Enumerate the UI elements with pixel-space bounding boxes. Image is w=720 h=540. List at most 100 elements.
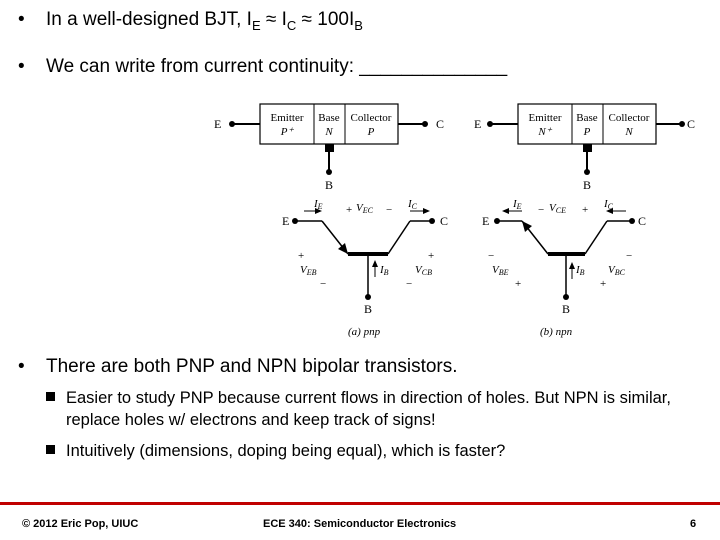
npn-ic-label: I [603, 198, 609, 210]
sub-bullet-2-text: Intuitively (dimensions, doping being eq… [66, 442, 506, 460]
npn-vce-label: V [549, 202, 557, 214]
svg-text:IE: IE [512, 198, 522, 211]
npn-vbc-minus: − [626, 250, 632, 262]
pnp-base-doping: N [324, 126, 333, 138]
svg-text:VBC: VBC [608, 264, 626, 277]
npn-symbol-b: B [562, 302, 570, 316]
pnp-ie-label: I [313, 198, 319, 210]
npn-vce-minus: − [538, 204, 544, 216]
pnp-ib-sub: B [384, 268, 389, 277]
pnp-caption: (a) pnp [348, 326, 381, 338]
subscript-c: C [286, 17, 297, 33]
npn-emitter-region-label: Emitter [529, 112, 562, 124]
pnp-block: E Emitter P⁺ Base N Collector P C B [214, 103, 444, 192]
footer-course-title: ECE 340: Semiconductor Electronics [263, 518, 457, 530]
pnp-vcb-sub: CB [422, 268, 432, 277]
npn-vce-plus: + [582, 204, 588, 216]
square-bullet-icon [46, 392, 55, 401]
pnp-ic-label: I [407, 198, 413, 210]
bullet-dot: • [18, 56, 25, 77]
npn-emitter-doping: N⁺ [537, 126, 552, 138]
npn-ic-sub: C [608, 202, 614, 211]
npn-symbol-e: E [482, 214, 489, 228]
npn-circuit-symbol: E C B IE IC IB − VCE + − VBE + − VBC + [482, 198, 646, 338]
svg-text:VCE: VCE [549, 202, 566, 215]
npn-base-region-label: Base [576, 112, 598, 124]
npn-symbol-c: C [638, 214, 646, 228]
pnp-collector-doping: P [367, 126, 375, 138]
bullet1-text: In a well-designed BJT, I [46, 9, 252, 30]
bullet-current-continuity: • We can write from current continuity: _… [18, 55, 507, 79]
bullet1-approx-ic: ≈ I [260, 9, 287, 30]
footer-copyright: © 2012 Eric Pop, UIUC [22, 518, 139, 530]
pnp-terminal-c-label: C [436, 117, 444, 131]
npn-block: E Emitter N⁺ Base P Collector N C B [474, 103, 695, 192]
npn-terminal-e-label: E [474, 117, 481, 131]
npn-vbe-minus: − [488, 250, 494, 262]
svg-text:VEC: VEC [356, 202, 374, 215]
bullet1-approx-ib: ≈ 100I [296, 9, 355, 30]
pnp-veb-plus: + [298, 250, 304, 262]
bullet-ie-ic-ib: •In a well-designed BJT, IE ≈ IC ≈ 100IB [18, 8, 363, 38]
pnp-symbol-c: C [440, 214, 448, 228]
pnp-terminal-b-label: B [325, 178, 333, 192]
footer-rule [0, 502, 720, 505]
npn-collector-doping: N [624, 126, 633, 138]
pnp-vcb-plus: + [428, 250, 434, 262]
pnp-veb-minus: − [320, 278, 326, 290]
pnp-vec-plus: + [346, 204, 352, 216]
svg-text:IE: IE [313, 198, 323, 211]
emitter-terminal-dot [229, 121, 235, 127]
bullet3-text: There are both PNP and NPN bipolar trans… [46, 356, 458, 377]
sub-bullet-easier-pnp: Easier to study PNP because current flow… [46, 387, 696, 431]
npn-vce-sub: CE [556, 206, 566, 215]
npn-ie-label: I [512, 198, 518, 210]
npn-vbe-label: V [492, 264, 500, 276]
svg-text:IC: IC [407, 198, 418, 211]
bullet-dot: • [18, 9, 25, 30]
pnp-circuit-symbol: E C B IE IC IB + VEC − + VEB − + VCB − [282, 198, 448, 338]
svg-text:IB: IB [379, 264, 389, 277]
footer: © 2012 Eric Pop, UIUC ECE 340: Semicondu… [0, 502, 720, 540]
npn-terminal-c-label: C [687, 117, 695, 131]
bullet2-text: We can write from current continuity: __… [46, 56, 508, 77]
sub-bullet-faster: Intuitively (dimensions, doping being eq… [46, 440, 696, 462]
bullet-dot: • [18, 356, 25, 377]
pnp-emitter-doping: P⁺ [280, 126, 295, 138]
npn-device-body [517, 103, 657, 145]
pnp-symbol-b: B [364, 302, 372, 316]
pnp-vcb-label: V [415, 264, 423, 276]
pnp-device-body [259, 103, 399, 145]
pnp-emitter-region-label: Emitter [271, 112, 304, 124]
pnp-veb-label: V [300, 264, 308, 276]
npn-base-doping: P [583, 126, 591, 138]
npn-caption: (b) npn [540, 326, 573, 338]
svg-text:IC: IC [603, 198, 614, 211]
svg-text:VBE: VBE [492, 264, 509, 277]
svg-text:IB: IB [575, 264, 585, 277]
npn-terminal-b-label: B [583, 178, 591, 192]
svg-text:VCB: VCB [415, 264, 432, 277]
bullet-pnp-npn: • There are both PNP and NPN bipolar tran… [18, 355, 458, 379]
pnp-ib-label: I [379, 264, 385, 276]
pnp-ie-sub: E [317, 202, 323, 211]
pnp-vec-label: V [356, 202, 364, 214]
npn-vbc-plus: + [600, 278, 606, 290]
npn-ib-sub: B [580, 268, 585, 277]
npn-vbe-plus: + [515, 278, 521, 290]
pnp-ic-sub: C [412, 202, 418, 211]
npn-vbc-label: V [608, 264, 616, 276]
bjt-figure: E Emitter P⁺ Base N Collector P C B E Em… [200, 97, 700, 342]
pnp-vec-minus: − [386, 204, 392, 216]
sub-bullet-1-text: Easier to study PNP because current flow… [66, 389, 671, 429]
subscript-b: B [354, 17, 363, 33]
npn-vbe-sub: BE [499, 268, 509, 277]
npn-vbc-sub: BC [615, 268, 626, 277]
pnp-terminal-e-label: E [214, 117, 221, 131]
pnp-base-region-label: Base [318, 112, 340, 124]
pnp-symbol-e: E [282, 214, 289, 228]
npn-ie-sub: E [516, 202, 522, 211]
square-bullet-icon [46, 445, 55, 454]
npn-ib-label: I [575, 264, 581, 276]
svg-text:VEB: VEB [300, 264, 317, 277]
